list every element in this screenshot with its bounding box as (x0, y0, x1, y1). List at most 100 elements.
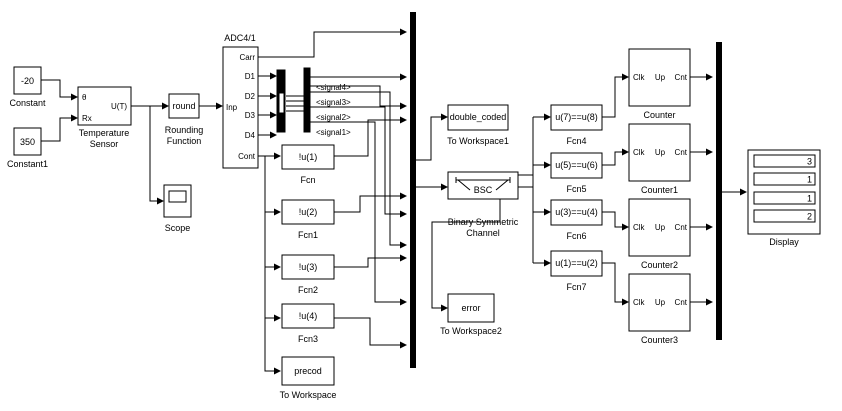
counter1-block[interactable]: Clk Up Cnt Counter1 (628, 123, 691, 195)
adc-port-d1: D1 (245, 72, 256, 81)
line-fcn4-to-counter[interactable] (602, 73, 629, 118)
adc-port-cont: Cont (238, 152, 256, 161)
line-bus-to-ws1[interactable] (416, 113, 448, 161)
fcn7-label: Fcn7 (566, 282, 586, 292)
fcn2-label: Fcn2 (298, 285, 318, 295)
fcn1-block[interactable]: !u(2) Fcn1 (281, 199, 335, 240)
line-bsc-to-error[interactable] (431, 199, 501, 312)
constant1-block[interactable]: 350 Constant1 (7, 127, 48, 169)
line-sig-extra[interactable] (310, 85, 407, 110)
line-fcn3-to-bus[interactable] (334, 317, 407, 349)
counter2-port-cnt: Cnt (675, 223, 688, 232)
counter-port-cnt: Cnt (675, 73, 688, 82)
display-value-3: 1 (807, 194, 812, 204)
display-value-4: 2 (807, 212, 812, 222)
adc-port-d3: D3 (245, 111, 256, 120)
fcn3-text: !u(4) (299, 311, 318, 321)
fcn6-text: u(3)==u(4) (555, 207, 598, 217)
bus-creator-block[interactable] (303, 67, 311, 133)
counter3-block[interactable]: Clk Up Cnt Counter3 (628, 273, 691, 345)
bsc-text: BSC (474, 185, 493, 195)
fcn7-block[interactable]: u(1)==u(2) Fcn7 (550, 250, 603, 292)
line-sig1[interactable] (310, 121, 407, 306)
counter2-label: Counter2 (641, 260, 678, 270)
counter2-port-clk: Clk (633, 223, 646, 232)
fcn-text: !u(1) (299, 152, 318, 162)
line-fcn7-to-counter3[interactable] (602, 262, 629, 306)
counter1-port-clk: Clk (633, 148, 646, 157)
line-sig3[interactable] (310, 91, 407, 249)
counter-port-clk: Clk (633, 73, 646, 82)
to-workspace2-block[interactable]: error To Workspace2 (440, 293, 502, 336)
fcn5-text: u(5)==u(6) (555, 160, 598, 170)
line-fcn1-to-bus[interactable] (334, 192, 407, 213)
counter2-block[interactable]: Clk Up Cnt Counter2 (628, 198, 691, 270)
to-workspace1-text: double_coded (450, 112, 507, 122)
fcn-block[interactable]: !u(1) Fcn (281, 144, 335, 185)
line-fcn6-to-counter2[interactable] (602, 211, 629, 231)
sensor-port-theta: θ (82, 93, 87, 102)
rounding-text: round (172, 101, 195, 111)
to-workspace1-label: To Workspace1 (447, 136, 509, 146)
counter2-up: Up (655, 223, 666, 232)
fcn5-label: Fcn5 (566, 184, 586, 194)
rounding-label-2: Function (167, 136, 202, 146)
mux-inner (278, 92, 285, 114)
line-constant-to-sensor[interactable] (41, 79, 78, 101)
line-constant1-to-sensor[interactable] (41, 114, 78, 142)
signal2-label: <signal2> (316, 113, 351, 122)
counter3-up: Up (655, 298, 666, 307)
to-workspace-label: To Workspace (280, 390, 337, 400)
fcn1-label: Fcn1 (298, 230, 318, 240)
display-value-2: 1 (807, 175, 812, 185)
display-label: Display (769, 237, 799, 247)
fcn2-block[interactable]: !u(3) Fcn2 (281, 254, 335, 295)
to-workspace1-block[interactable]: double_coded To Workspace1 (447, 104, 509, 146)
sensor-port-out: U(T) (111, 102, 127, 111)
sensor-port-rx: Rx (82, 114, 92, 123)
line-sig2[interactable] (310, 106, 407, 218)
line-sensor-to-scope[interactable] (149, 106, 164, 205)
display-block[interactable]: 3 1 1 2 Display (747, 149, 821, 247)
scope-label: Scope (165, 223, 191, 233)
fcn3-label: Fcn3 (298, 334, 318, 344)
fcn1-text: !u(2) (299, 207, 318, 217)
counter-up: Up (655, 73, 666, 82)
to-workspace-block[interactable]: precod To Workspace (280, 356, 337, 400)
bus-bar-left[interactable] (410, 12, 416, 368)
fcn5-block[interactable]: u(5)==u(6) Fcn5 (550, 152, 603, 194)
temperature-sensor-block[interactable]: θ Rx U(T) Temperature Sensor (77, 86, 132, 149)
line-fcn5-to-counter1[interactable] (602, 148, 629, 166)
scope-block[interactable]: Scope (163, 184, 192, 233)
constant1-label: Constant1 (7, 159, 48, 169)
adc-block[interactable]: ADC4/1 Inp Carr D1 D2 D3 D4 Cont (222, 33, 259, 169)
signal1-label: <signal1> (316, 128, 351, 137)
fcn4-text: u(7)==u(8) (555, 112, 598, 122)
adc-port-carr: Carr (239, 53, 255, 62)
fcn3-block[interactable]: !u(4) Fcn3 (281, 303, 335, 344)
line-cont-trunk[interactable] (264, 156, 280, 372)
rounding-function-block[interactable]: round Rounding Function (165, 93, 204, 146)
counter-block[interactable]: Clk Up Cnt Counter (628, 48, 691, 120)
signal-lines (41, 28, 747, 375)
constant1-value: 350 (20, 137, 35, 147)
bsc-label-2: Channel (466, 228, 500, 238)
fcn6-block[interactable]: u(3)==u(4) Fcn6 (550, 199, 603, 241)
counter1-port-cnt: Cnt (675, 148, 688, 157)
line-fcn2-to-bus[interactable] (334, 254, 407, 268)
line-fcn-to-bus[interactable] (334, 116, 407, 157)
fcn4-block[interactable]: u(7)==u(8) Fcn4 (550, 104, 603, 146)
fcn4-label: Fcn4 (566, 136, 586, 146)
rounding-label-1: Rounding (165, 125, 204, 135)
counter3-label: Counter3 (641, 335, 678, 345)
counter3-port-cnt: Cnt (675, 298, 688, 307)
constant-value: -20 (21, 76, 34, 86)
bsc-block[interactable]: BSC Binary Symmetric Channel (447, 171, 519, 238)
bus-bar-right[interactable] (716, 42, 722, 340)
line-carr-to-bus[interactable] (258, 28, 407, 58)
counter-label: Counter (643, 110, 675, 120)
adc-port-d4: D4 (245, 131, 256, 140)
constant-block[interactable]: -20 Constant (9, 66, 46, 108)
adc-port-d2: D2 (245, 92, 256, 101)
to-workspace2-text: error (461, 303, 480, 313)
